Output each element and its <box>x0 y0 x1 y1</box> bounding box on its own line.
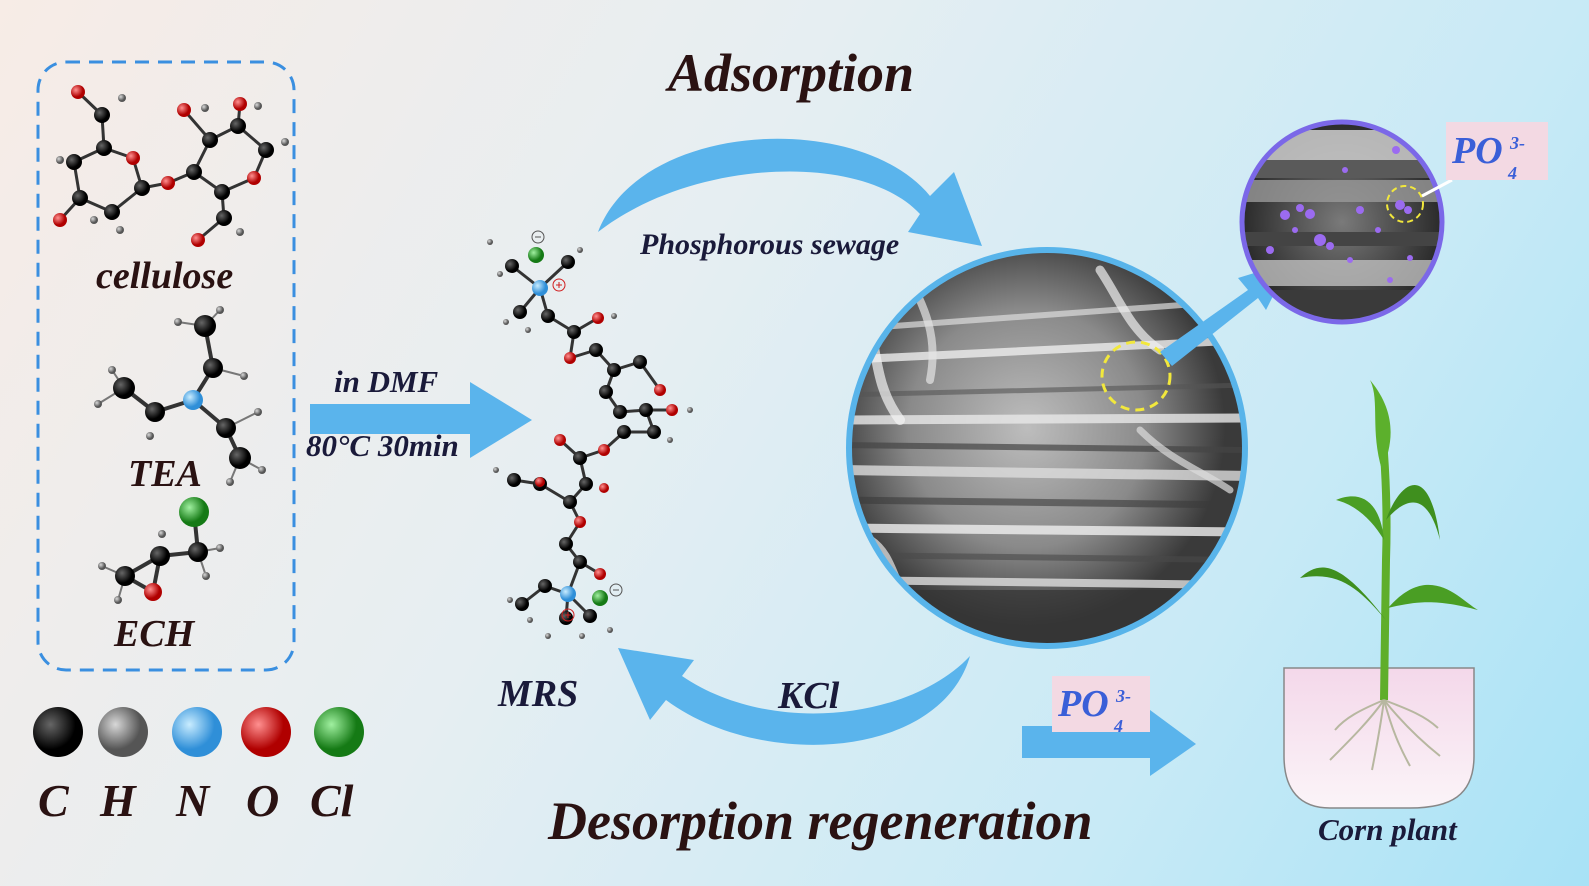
desorption-title: Desorption regeneration <box>548 791 1093 851</box>
zoom-image <box>1239 119 1453 325</box>
phosphate-subscript: 4 <box>1114 716 1123 736</box>
mrs-label: MRS <box>498 673 579 715</box>
phosphate-subscript: 4 <box>1508 163 1517 183</box>
desorption-arrow <box>618 648 970 745</box>
phosphate-text: PO <box>1452 130 1503 172</box>
legend-chlorine-label: Cl <box>310 775 354 826</box>
cellulose-label: cellulose <box>96 255 234 297</box>
kcl-label: KCl <box>778 675 840 717</box>
phosphate-charge: 3- <box>1510 133 1525 153</box>
mrs-molecule <box>487 230 693 639</box>
sem-image <box>846 247 1248 649</box>
cellulose-molecule <box>53 85 289 247</box>
legend-carbon-label: C <box>38 775 69 826</box>
adsorption-title: Adsorption <box>668 43 915 103</box>
solvent-label: in DMF <box>334 364 439 399</box>
phosphate-text: PO <box>1058 683 1109 725</box>
phosphate-badge-plant: PO 3- 4 <box>1052 676 1150 736</box>
tea-label: TEA <box>128 453 202 495</box>
sem-zoom-marker <box>1100 340 1172 412</box>
phosphate-badge-zoom: PO 3- 4 <box>1446 122 1548 183</box>
ech-label: ECH <box>114 613 195 655</box>
sewage-label: Phosphorous sewage <box>640 228 900 261</box>
legend-chlorine-ball <box>314 707 364 757</box>
legend-hydrogen-label: H <box>100 775 136 826</box>
atom-legend <box>33 707 364 757</box>
adsorption-arrow <box>598 138 982 246</box>
corn-plant <box>1283 380 1478 809</box>
zoom-arrow <box>1160 262 1290 366</box>
phosphate-charge: 3- <box>1116 686 1131 706</box>
legend-hydrogen-ball <box>98 707 148 757</box>
reactant-box <box>36 60 296 672</box>
legend-oxygen-ball <box>241 707 291 757</box>
tea-molecule <box>94 306 266 486</box>
legend-oxygen-label: O <box>246 775 280 826</box>
legend-carbon-ball <box>33 707 83 757</box>
ech-molecule <box>98 497 224 604</box>
legend-nitrogen-ball <box>172 707 222 757</box>
synthesis-arrow <box>310 382 532 458</box>
legend-nitrogen-label: N <box>176 775 210 826</box>
zoom-marker <box>1386 185 1424 223</box>
conditions-label: 80°C 30min <box>306 428 459 463</box>
corn-plant-label: Corn plant <box>1318 812 1457 847</box>
